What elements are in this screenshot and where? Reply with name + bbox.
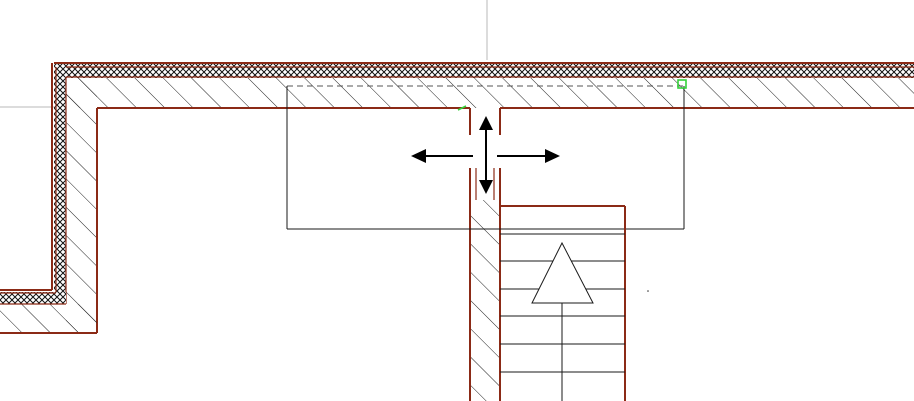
selection-marquee[interactable] xyxy=(286,85,685,230)
hotspot-marker-icon[interactable] xyxy=(677,79,687,89)
move-arrows-icon xyxy=(411,116,560,194)
exterior-wall-top[interactable] xyxy=(54,62,914,109)
staircase[interactable] xyxy=(500,205,626,401)
exterior-wall-lower-left[interactable] xyxy=(0,289,97,334)
exterior-wall-left[interactable] xyxy=(51,63,98,333)
hotspot-marker-icon-secondary[interactable] xyxy=(457,105,467,111)
stair-direction-arrow-icon xyxy=(531,241,594,304)
stray-dot xyxy=(647,290,649,292)
